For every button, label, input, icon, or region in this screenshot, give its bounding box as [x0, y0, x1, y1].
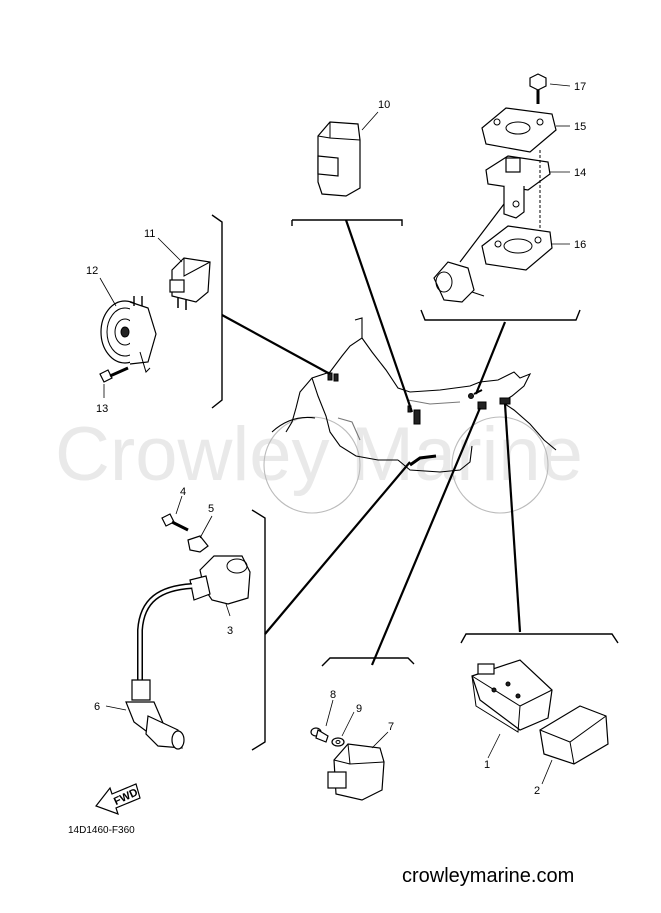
fwd-label: FWD — [112, 786, 140, 807]
part-1-cdi-unit — [471, 659, 553, 759]
callout-3: 3 — [227, 625, 233, 637]
callout-7: 7 — [388, 721, 394, 733]
part-4-bolt — [161, 495, 189, 532]
front-wheel — [263, 416, 361, 514]
callout-16: 16 — [574, 239, 586, 251]
callout-15: 15 — [574, 121, 586, 133]
callout-17: 17 — [574, 81, 586, 93]
diagram-code: 14D1460-F360 — [68, 825, 135, 836]
part-12-horn — [99, 277, 157, 373]
part-15-plate — [481, 107, 570, 153]
callout-8: 8 — [330, 689, 336, 701]
forward-direction-arrow: FWD — [95, 783, 141, 815]
site-url: crowleymarine.com — [402, 865, 574, 887]
callout-labels: 1 2 3 4 5 6 7 8 9 10 11 12 13 14 15 16 1… — [86, 81, 586, 797]
part-6-plug-cap — [105, 679, 185, 750]
callout-4: 4 — [180, 486, 186, 498]
high-tension-lead-inner — [138, 584, 193, 680]
callout-5: 5 — [208, 503, 214, 515]
callout-12: 12 — [86, 265, 98, 277]
part-16-gasket — [481, 225, 570, 271]
high-tension-lead — [137, 583, 193, 680]
part-2-cdi-cover — [539, 705, 609, 785]
part-10-relay-unit — [317, 111, 379, 197]
callout-10: 10 — [378, 99, 390, 111]
callout-2: 2 — [534, 785, 540, 797]
leader-lines — [211, 214, 619, 751]
callout-13: 13 — [96, 403, 108, 415]
part-3-ignition-coil — [189, 555, 251, 617]
part-17-bolt — [529, 73, 571, 104]
rear-wheel — [451, 416, 549, 514]
part-5-bracket — [187, 515, 213, 553]
part-14-sender-unit — [433, 150, 570, 303]
part-7-regulator — [327, 731, 389, 801]
callout-9: 9 — [356, 703, 362, 715]
scooter-component-markers — [327, 372, 511, 467]
part-11-relay — [157, 237, 211, 310]
callout-1: 1 — [484, 759, 490, 771]
part-8-bolt — [310, 699, 334, 743]
callout-14: 14 — [574, 167, 586, 179]
part-13-bolt — [99, 366, 129, 398]
part-9-washer — [331, 711, 355, 747]
callout-11: 11 — [144, 228, 155, 240]
callout-6: 6 — [94, 701, 100, 713]
watermark-text: Crowley Marine — [55, 412, 583, 497]
